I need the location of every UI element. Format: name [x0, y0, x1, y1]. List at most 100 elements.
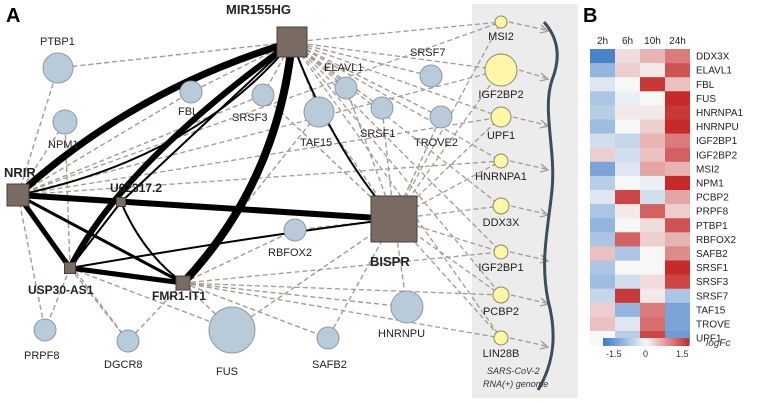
- viral-binder-node: [490, 106, 512, 128]
- heatmap-row-label: SAFB2: [696, 249, 728, 260]
- heatmap-cell: [640, 190, 665, 205]
- dashed-edge: [17, 121, 66, 196]
- lncrna-node-fmr1: [175, 275, 191, 291]
- genome-label-1: SARS-CoV-2: [487, 366, 540, 376]
- heatmap-cell: [615, 63, 640, 78]
- heatmap-cell: [640, 204, 665, 219]
- heatmap-row-label: TROVE: [696, 320, 731, 331]
- protein-node-hnrnpu: [390, 290, 424, 324]
- dashed-edge: [345, 87, 395, 220]
- dashed-edge: [291, 41, 502, 118]
- viral-binder-labels: MSI2IGF2BP2UPF1HNRNPA1DDX3XIGF2BP1PCBP2L…: [475, 31, 527, 360]
- heatmap-cell: [590, 316, 615, 332]
- viral-binder-node: [493, 244, 509, 260]
- label-srsf7: SRSF7: [410, 47, 445, 59]
- viral-binder-label: IGF2BP2: [478, 89, 523, 101]
- coexpression-edge: [14, 38, 296, 199]
- protein-node-trove2: [429, 105, 453, 129]
- dashed-edge: [182, 282, 502, 339]
- heatmap-cell: [665, 147, 690, 163]
- coexpression-edge: [15, 192, 397, 222]
- arrow-head: [539, 72, 550, 82]
- heatmap-cell: [640, 218, 665, 233]
- heatmap-cell: [640, 232, 665, 247]
- dashed-edge: [127, 282, 184, 342]
- heatmap-cell: [665, 232, 690, 247]
- dashed-edge: [182, 282, 329, 339]
- dashed-edge: [17, 160, 502, 196]
- dashed-edge: [291, 41, 502, 253]
- coexpression-edge: [16, 193, 185, 285]
- heatmap-cell: [590, 260, 615, 275]
- label-nrir: NRIR: [4, 165, 36, 180]
- solid-edges: [14, 38, 397, 287]
- binding-arrow: [509, 337, 547, 347]
- lncrna-node-bispr: [370, 195, 418, 243]
- label-trove2: TROVE2: [414, 137, 458, 149]
- protein-node-dgcr8: [116, 329, 140, 353]
- heatmap-row-label: NPM1: [696, 179, 724, 190]
- heatmap-cell: [615, 133, 640, 148]
- coexpression-edge: [67, 265, 186, 286]
- heatmap-cell: [615, 204, 640, 219]
- heatmap-cell: [615, 77, 640, 92]
- heatmap-cell: [615, 161, 640, 177]
- heatmap-cell: [665, 91, 690, 106]
- heatmap-cell: [590, 302, 615, 318]
- dashed-edge: [327, 218, 395, 339]
- heatmap-cell: [615, 302, 640, 318]
- heatmap-row-label: HNRNPU: [696, 122, 739, 133]
- viral-binder-label: PCBP2: [483, 306, 519, 318]
- dashed-edge: [182, 229, 296, 284]
- protein-node-npm1: [52, 109, 78, 135]
- viral-genome-strand: [536, 21, 559, 391]
- heatmap-cell: [665, 316, 690, 332]
- heatmap-cell: [590, 274, 615, 289]
- coexpression-edge: [179, 38, 296, 287]
- label-ptbp1: PTBP1: [40, 36, 75, 48]
- protein-node-fbl: [179, 80, 203, 104]
- heatmap-cell: [615, 260, 640, 275]
- heatmap-cell: [665, 260, 690, 275]
- protein-node-elavl1: [334, 76, 358, 100]
- heatmap-cell: [615, 316, 640, 332]
- dashed-edge: [291, 41, 502, 207]
- heatmap-cell: [590, 161, 615, 177]
- label-safb2: SAFB2: [312, 359, 347, 371]
- legend-title: logFc: [706, 338, 730, 349]
- heatmap-cell: [665, 288, 690, 304]
- heatmap-cell: [590, 175, 615, 191]
- heatmap-cell: [640, 274, 665, 289]
- dashed-edge: [182, 282, 502, 296]
- coexpression-edge: [120, 201, 184, 284]
- binding-arrow: [509, 251, 547, 261]
- dashed-edge: [291, 41, 502, 71]
- label-hnrnpu: HNRNPU: [378, 328, 425, 340]
- heatmap-col-label: 2h: [597, 36, 608, 47]
- heatmap-col-label: 6h: [622, 36, 633, 47]
- viral-binder-node: [492, 286, 510, 304]
- label-fmr1: FMR1-IT1: [152, 289, 206, 303]
- arrow-head: [539, 24, 550, 34]
- label-elavl1: ELAVL1: [324, 62, 364, 74]
- label-srsf3: SRSF3: [232, 112, 267, 124]
- hub-labels: MIR155HG NRIR BISPR USP30-AS1 FMR1-IT1 U…: [4, 2, 410, 303]
- viral-binder-node: [494, 15, 508, 29]
- legend-min: -1.5: [606, 349, 622, 359]
- binding-arrow: [512, 116, 547, 126]
- protein-node-taf15: [303, 96, 335, 128]
- binding-arrow: [510, 205, 547, 215]
- heatmap-cell: [640, 63, 665, 78]
- heatmap-row-label: PTBP1: [696, 221, 728, 232]
- dashed-edge: [17, 69, 502, 196]
- dashed-edge: [17, 67, 59, 196]
- heatmap-row-label: DDX3X: [696, 52, 730, 63]
- lncrna-node-mir155hg: [276, 26, 308, 58]
- label-usp30: USP30-AS1: [28, 283, 94, 297]
- heatmap-cell: [640, 77, 665, 92]
- heatmap-cell: [640, 302, 665, 318]
- heatmap-cell: [590, 190, 615, 205]
- protein-node-srsf1: [370, 96, 394, 120]
- protein-labels: PTBP1 NPM1 FBL SRSF3 TAF15 ELAVL1 SRSF1 …: [24, 36, 458, 378]
- coexpression-edge: [120, 41, 293, 203]
